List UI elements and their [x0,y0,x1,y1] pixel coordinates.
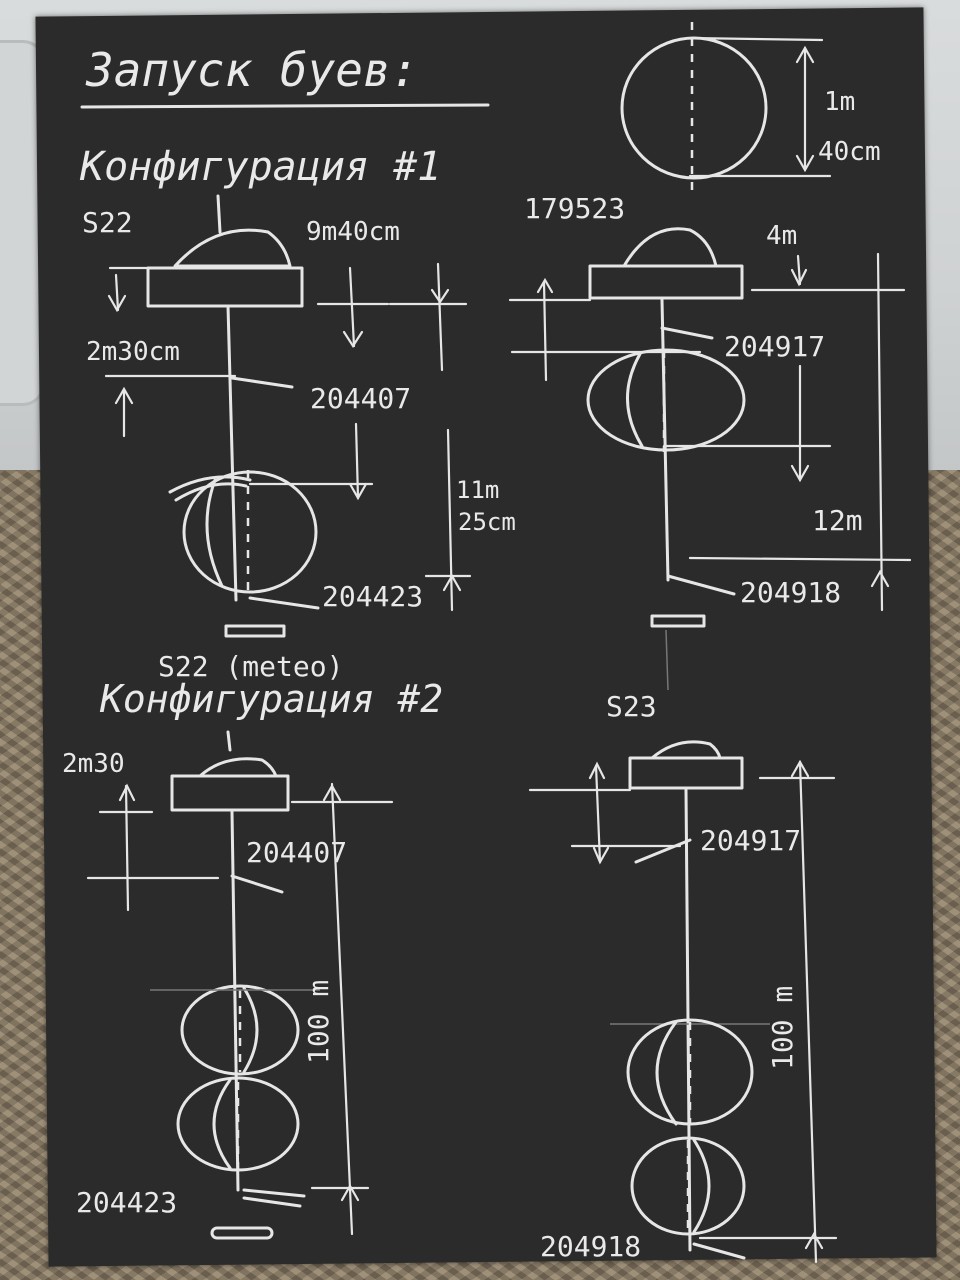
config1-left-side-dim: 2m30cm [86,337,180,367]
config1-left-depth-m: 11m [456,476,499,504]
float-circle [620,36,768,180]
config2-right-buoy: S23 204917 100 m 204918 [528,690,838,1264]
config1-left-buoy-label: S22 [82,206,133,239]
config1-right-buoy: 179523 4m 204917 12m 204918 [508,192,912,691]
config2-left-depth: 100 m [302,980,335,1064]
config2-left-sensor-upper: 204407 [246,836,347,869]
anchor [224,624,286,638]
config1-right-sensor-lower: 204918 [740,576,841,609]
config1-right-top-dim: 4m [766,221,797,251]
config2-left-sensor-lower: 204423 [76,1186,177,1219]
buoy-platform [146,266,304,308]
float-diameter-m: 1m [824,87,855,117]
config1-left-sensor-upper: 204407 [310,382,411,415]
config1-heading: Конфигурация #1 [79,144,441,190]
buoy-dome [173,228,292,268]
config1-right-depth: 12m [812,504,863,537]
config1-left-buoy: S22 9m40cm 2m30cm 204407 [82,194,516,638]
config2-right-sensor-upper: 204917 [700,824,801,857]
config2-left-buoy: 2m30 204407 100 m 204423 [62,730,394,1240]
config1-left-sensor-lower: 204423 [322,580,423,613]
config1-left-top-dim: 9m40cm [306,217,400,247]
float-diameter-cm: 40cm [818,137,881,167]
config1-right-sensor-upper: 204917 [724,330,825,363]
float-legend: 1m 40cm [620,22,881,190]
config2-left-side-dim: 2m30 [62,749,125,779]
config2-left-buoy-label: S22 (meteo) [158,650,343,683]
title-underline [80,103,490,109]
config2-right-sensor-lower: 204918 [540,1230,641,1263]
config2-right-buoy-label: S23 [606,690,657,723]
config1-left-depth-cm: 25cm [458,508,516,536]
config1-right-buoy-label: 179523 [524,192,625,225]
config2-right-depth: 100 m [766,986,799,1070]
title-text: Запуск буев: [85,43,418,97]
config2-heading: Конфигурация #2 [99,677,443,721]
